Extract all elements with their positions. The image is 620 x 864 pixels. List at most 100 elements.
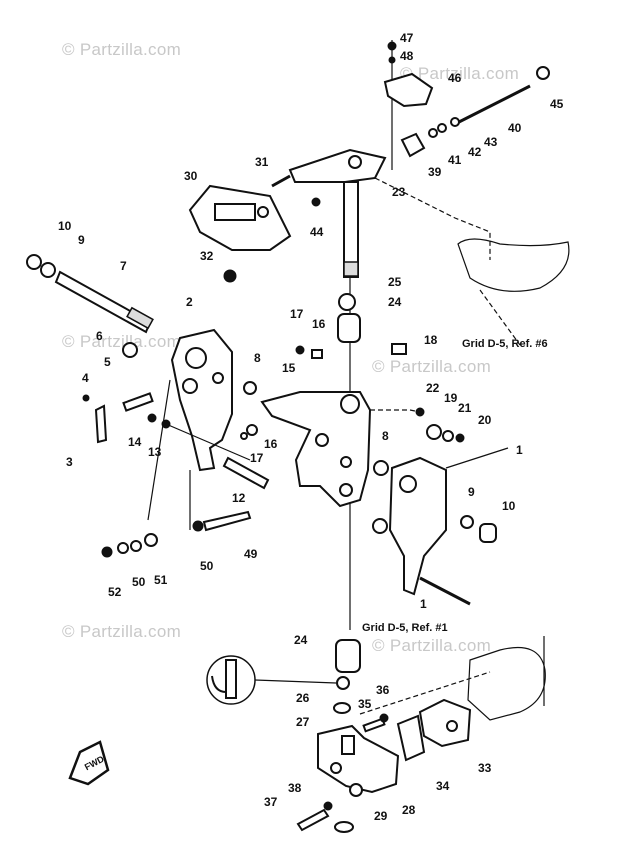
pin-12 — [222, 456, 270, 490]
callout-33: 33 — [478, 761, 492, 775]
callout-34: 34 — [436, 779, 450, 793]
callout-17b: 17 — [250, 451, 264, 465]
callout-28: 28 — [402, 803, 416, 817]
callout-1a: 1 — [516, 443, 523, 457]
watermark: © Partzilla.com — [62, 622, 182, 641]
bolts-37-38 — [296, 801, 333, 832]
callout-16b: 16 — [264, 437, 278, 451]
bracket-30 — [188, 174, 321, 283]
callout-5: 5 — [104, 355, 111, 369]
hardware-left — [82, 342, 251, 461]
callout-45: 45 — [550, 97, 564, 111]
part-17 — [295, 345, 305, 355]
part-8b — [373, 460, 389, 476]
callout-8a: 8 — [254, 351, 261, 365]
callout-29: 29 — [374, 809, 388, 823]
callout-32: 32 — [200, 249, 214, 263]
part-8a — [243, 381, 257, 395]
callout-51: 51 — [154, 573, 168, 587]
callout-10b: 10 — [502, 499, 516, 513]
callout-41: 41 — [448, 153, 462, 167]
callout-19: 19 — [444, 391, 458, 405]
part-16b — [246, 424, 258, 436]
callout-46: 46 — [448, 71, 462, 85]
clamp-33 — [418, 698, 472, 748]
housing-outline-upper — [457, 238, 570, 292]
callout-40: 40 — [508, 121, 522, 135]
part-27 — [333, 702, 351, 714]
callout-3: 3 — [66, 455, 73, 469]
callout-50b: 50 — [132, 575, 146, 589]
bolts-35-36 — [362, 713, 389, 733]
callout-9a: 9 — [78, 233, 85, 247]
callout-8b: 8 — [382, 429, 389, 443]
leader-line — [254, 679, 337, 684]
callout-31: 31 — [255, 155, 269, 169]
reference-note-lower: Grid D-5, Ref. #1 — [362, 622, 448, 634]
leader-line — [445, 447, 509, 469]
part-17b — [240, 432, 248, 440]
callout-16a: 16 — [312, 317, 326, 331]
callout-1b: 1 — [420, 597, 427, 611]
housing-outline-lower — [467, 646, 546, 721]
callout-42: 42 — [468, 145, 482, 159]
washer-25 — [338, 293, 356, 311]
callout-14: 14 — [128, 435, 142, 449]
leader-line — [370, 409, 421, 413]
callout-47: 47 — [400, 31, 414, 45]
callout-17a: 17 — [290, 307, 304, 321]
callout-38: 38 — [288, 781, 302, 795]
callout-13: 13 — [148, 445, 162, 459]
callout-7: 7 — [120, 259, 127, 273]
callout-50a: 50 — [200, 559, 214, 573]
washers-50-51-52 — [101, 533, 158, 558]
callout-9b: 9 — [468, 485, 475, 499]
bolt-49 — [192, 510, 252, 532]
leader-line — [147, 379, 171, 521]
bushing-24-upper — [337, 313, 361, 343]
callout-26: 26 — [296, 691, 310, 705]
callout-18: 18 — [424, 333, 438, 347]
part-18 — [391, 343, 407, 355]
callout-10a: 10 — [58, 219, 72, 233]
callout-43: 43 — [484, 135, 498, 149]
watermark: © Partzilla.com — [372, 357, 492, 376]
callout-49: 49 — [244, 547, 258, 561]
tiller-arm-23 — [288, 148, 387, 278]
callout-52: 52 — [108, 585, 122, 599]
leader-line — [374, 177, 491, 260]
part-26 — [336, 676, 350, 690]
part-29 — [334, 821, 354, 833]
hardware-right — [415, 407, 465, 443]
callout-25: 25 — [388, 275, 402, 289]
leader-line — [479, 289, 521, 346]
callout-27: 27 — [296, 715, 310, 729]
part-16 — [311, 349, 323, 359]
callout-30: 30 — [184, 169, 198, 183]
callout-15: 15 — [282, 361, 296, 375]
bracket-1 — [372, 456, 497, 606]
callout-36: 36 — [376, 683, 390, 697]
callout-24a: 24 — [388, 295, 402, 309]
callout-35: 35 — [358, 697, 372, 711]
callout-48: 48 — [400, 49, 414, 63]
inset-view — [206, 655, 256, 705]
callout-6: 6 — [96, 329, 103, 343]
bracket-2 — [170, 328, 233, 472]
clamp-34 — [396, 714, 426, 762]
bolt-40 — [400, 66, 550, 158]
callout-4: 4 — [82, 371, 89, 385]
callout-24b: 24 — [294, 633, 308, 647]
clamp-28 — [317, 724, 400, 797]
callout-37: 37 — [264, 795, 278, 809]
callout-2: 2 — [186, 295, 193, 309]
callout-39: 39 — [428, 165, 442, 179]
callout-21: 21 — [458, 401, 472, 415]
callout-23: 23 — [392, 185, 406, 199]
callout-22: 22 — [426, 381, 440, 395]
callout-20: 20 — [478, 413, 492, 427]
swivel-bracket-15 — [260, 391, 372, 508]
callout-12: 12 — [232, 491, 246, 505]
watermark: © Partzilla.com — [62, 332, 182, 351]
